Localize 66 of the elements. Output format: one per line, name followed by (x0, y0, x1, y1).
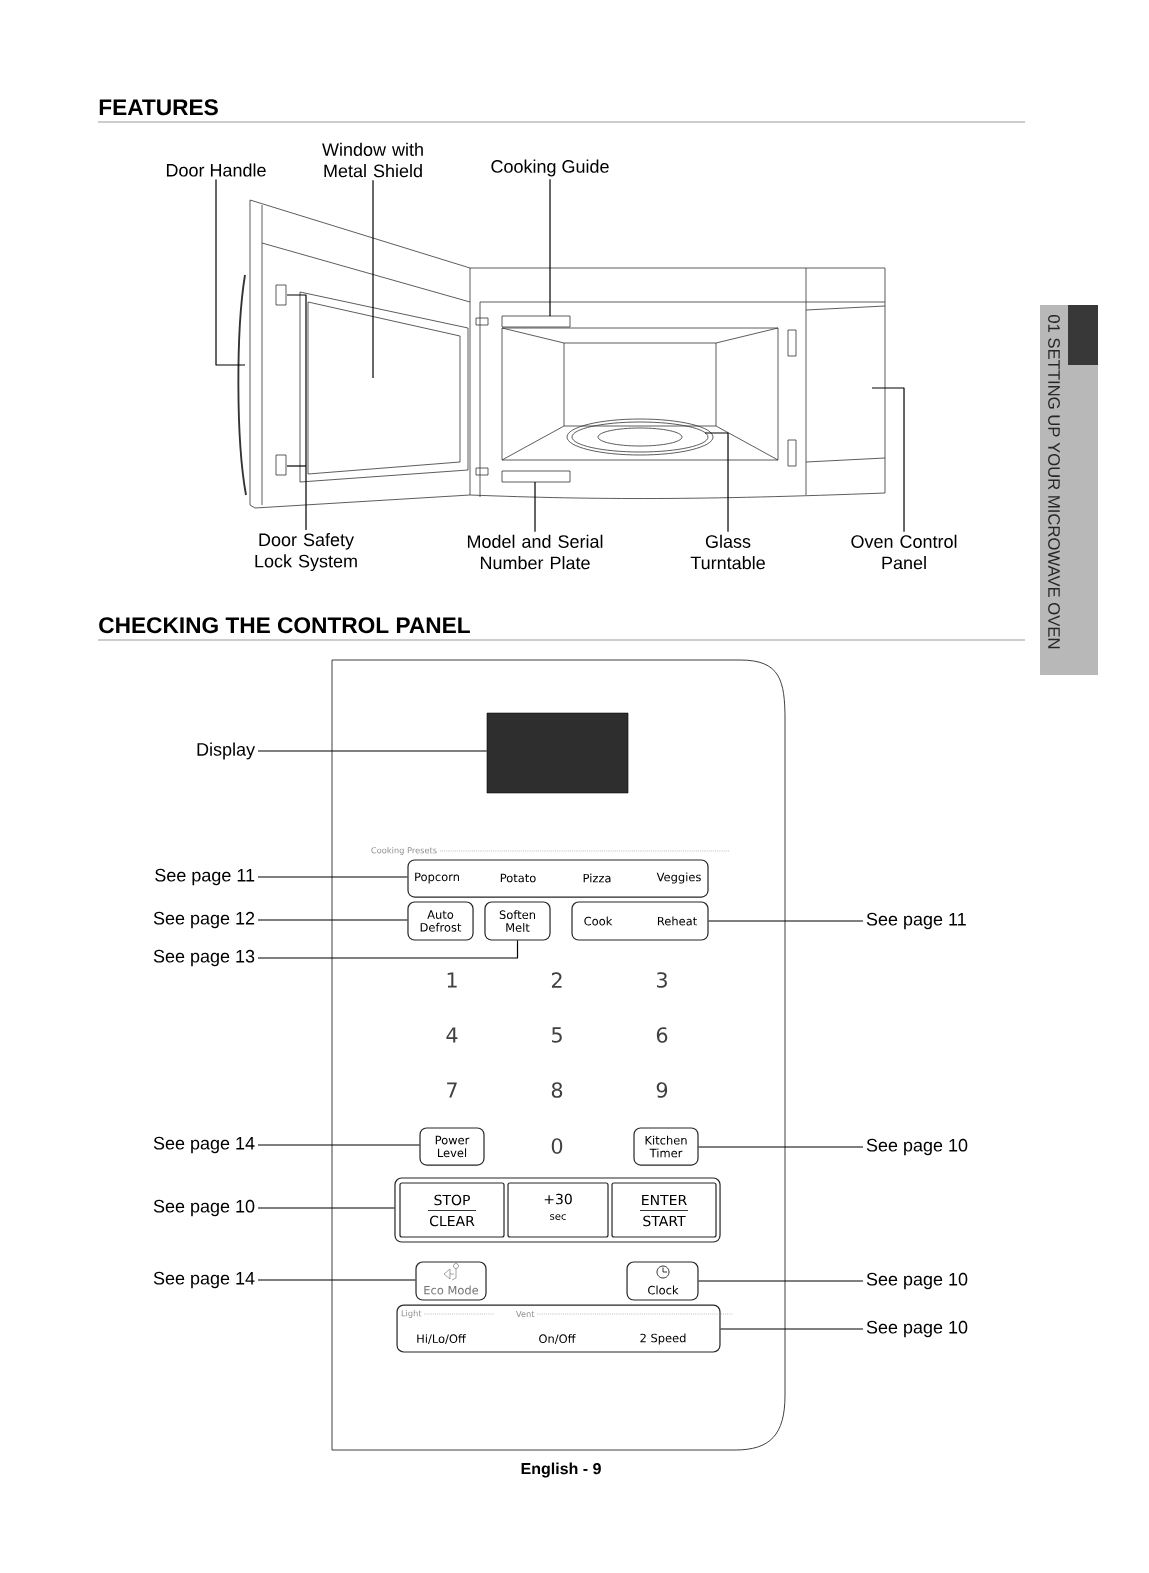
digit-key: 2 (551, 972, 562, 988)
button: ENTER START (611, 1182, 717, 1238)
leader-line (257, 876, 408, 878)
leader-line (286, 294, 307, 531)
part-label: Door Handle (166, 163, 266, 177)
digit-key: 3 (657, 972, 667, 988)
part-label: See page 11 (866, 912, 966, 930)
leader-line (534, 481, 536, 533)
button: STOP CLEAR (399, 1182, 505, 1238)
display-screen (486, 712, 629, 794)
button: Eco Mode (415, 1261, 487, 1301)
digit-key: 7 (447, 1082, 457, 1098)
leader-line (257, 1144, 420, 1146)
digit-key: 0 (551, 1138, 563, 1154)
part-label: See page 11 (155, 868, 255, 886)
part-label: Oven Control Panel (851, 534, 957, 570)
leader-line (372, 179, 374, 379)
leader-line (720, 1328, 864, 1330)
button: Cook Reheat (571, 901, 709, 941)
button: Clock (626, 1261, 699, 1301)
leader-line (215, 178, 246, 366)
leader-line (257, 1207, 395, 1209)
button: Kitchen Timer (633, 1127, 699, 1166)
leader-line (257, 919, 408, 921)
button: Soften Melt (484, 901, 551, 941)
part-label: See page 10 (153, 1199, 255, 1217)
button: Power Level (419, 1127, 485, 1166)
part-label: See page 14 (153, 1271, 255, 1289)
section-tab: 01 SETTING UP YOUR MICROWAVE OVEN (1040, 305, 1098, 675)
part-label: Window with Metal Shield (322, 142, 423, 178)
key-group (394, 1177, 721, 1243)
part-label: See page 14 (153, 1136, 255, 1154)
part-label: See page 10 (866, 1138, 968, 1156)
leader-line (257, 750, 488, 752)
vent-light-button: Light Vent Hi/Lo/Off On/Off 2 Speed (396, 1304, 733, 1353)
section-heading: FEATURES (99, 99, 218, 116)
part-label: See page 10 (866, 1320, 968, 1338)
digit-key: 9 (656, 1082, 668, 1098)
part-label: See page 10 (866, 1272, 968, 1290)
section-heading: CHECKING THE CONTROL PANEL (99, 617, 470, 634)
part-label: Model and Serial Number Plate (467, 534, 603, 570)
digit-key: 5 (552, 1027, 562, 1043)
leader-line (257, 1279, 416, 1281)
part-label: Door Safety Lock System (255, 532, 357, 572)
part-label: Cooking Guide (491, 159, 609, 177)
button: +30 sec (507, 1182, 609, 1238)
leader-line (549, 178, 551, 317)
part-label: Display (197, 742, 256, 760)
leader-line (708, 920, 864, 922)
button: Auto Defrost (407, 901, 474, 941)
leader-line (697, 1280, 864, 1282)
part-label: See page 13 (153, 949, 255, 967)
leader-line (871, 387, 905, 533)
part-label: See page 12 (153, 911, 255, 929)
preset-button-bar: Cooking Presets Popcorn Potato Pizza Veggies (371, 847, 731, 898)
digit-key: 1 (447, 972, 457, 988)
node-label: Cooking Presets (371, 847, 437, 856)
digit-key: 4 (446, 1027, 458, 1043)
page-number: English - 9 (521, 1462, 601, 1478)
leader-line (257, 940, 519, 959)
digit-key: 6 (656, 1027, 668, 1043)
leader-line (698, 1146, 864, 1148)
digit-key: 8 (551, 1082, 563, 1098)
part-label: Glass Turntable (690, 534, 765, 570)
leader-line (704, 432, 729, 533)
control-panel (331, 659, 786, 1451)
